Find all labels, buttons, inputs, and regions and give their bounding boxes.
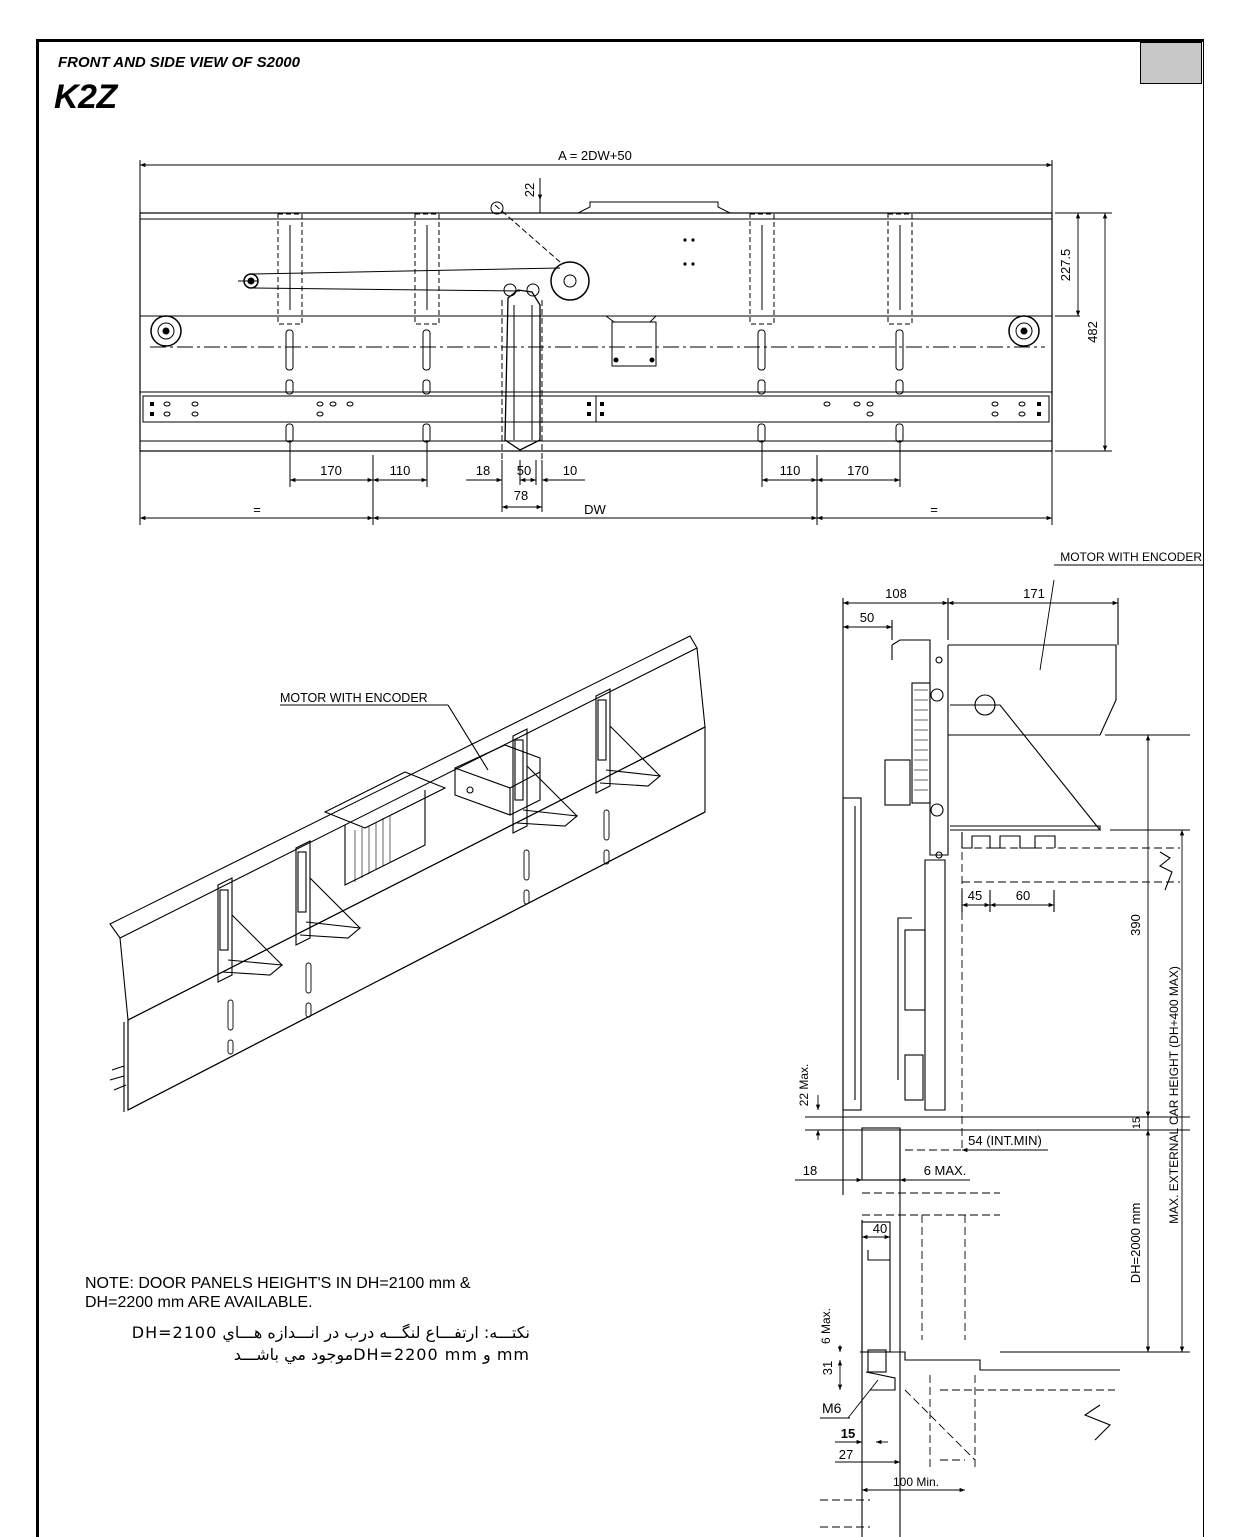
label-m6: M6 — [822, 1400, 842, 1416]
dim-left-equal: = — [253, 502, 261, 517]
dim-50: 50 — [517, 463, 531, 478]
dim-54: 54 (INT.MIN) — [968, 1133, 1042, 1148]
dim-top-offset: 22 — [522, 183, 537, 197]
dim-dh: DH=2000 mm — [1128, 1203, 1143, 1284]
dim-60: 60 — [1016, 888, 1030, 903]
hanger-bracket — [887, 213, 913, 443]
dim-10: 10 — [563, 463, 577, 478]
drawing-subtitle: FRONT AND SIDE VIEW OF S2000 — [58, 54, 300, 71]
dim-22max: 22 Max. — [797, 1064, 811, 1107]
dim-car-height: MAX. EXTERNAL CAR HEIGHT (DH+400 MAX) — [1167, 966, 1181, 1224]
iso-bracket — [595, 688, 662, 794]
note-persian: نکتـــه: ارتفـــاع لنگـــه درب در انـــد… — [131, 1323, 530, 1364]
side-view — [805, 598, 1190, 1537]
dim-171: 171 — [1023, 586, 1045, 601]
dim-left-170: 170 — [320, 463, 342, 478]
front-dimensions — [140, 162, 1108, 521]
side-motor-label: MOTOR WITH ENCODER — [1060, 550, 1202, 564]
dim-height-total: 482 — [1085, 321, 1100, 343]
drawing-title: K2Z — [54, 78, 117, 116]
dim-side-18: 18 — [803, 1163, 817, 1178]
dim-78: 78 — [514, 488, 528, 503]
dim-390: 390 — [1128, 914, 1143, 936]
dim-right-equal: = — [930, 502, 938, 517]
hanger-bracket — [749, 213, 775, 443]
dim-15: 15 — [1131, 1117, 1143, 1129]
note-english: NOTE: DOOR PANELS HEIGHT'S IN DH=2100 mm… — [85, 1275, 471, 1311]
front-view — [139, 160, 1112, 525]
iso-bracket — [295, 840, 362, 946]
dim-40: 40 — [873, 1221, 887, 1236]
dim-108: 108 — [885, 586, 907, 601]
dim-right-170: 170 — [847, 463, 869, 478]
dim-side-50: 50 — [860, 610, 874, 625]
drawing-frame — [36, 39, 1204, 1537]
dim-6max-lower: 6 Max. — [819, 1308, 833, 1344]
isometric-view — [109, 635, 706, 1112]
dim-overall-width: A = 2DW+50 — [558, 148, 632, 163]
hanger-bracket — [277, 213, 303, 443]
dim-15-lower: 15 — [841, 1426, 855, 1441]
dim-100min: 100 Min. — [893, 1475, 939, 1489]
dim-18: 18 — [476, 463, 490, 478]
dim-31: 31 — [820, 1361, 835, 1375]
iso-bracket — [217, 877, 284, 983]
dim-left-110: 110 — [390, 463, 411, 478]
iso-motor-label: MOTOR WITH ENCODER — [280, 691, 428, 705]
dim-6max: 6 MAX. — [924, 1163, 967, 1178]
side-dimensions — [795, 564, 1204, 1493]
dim-height-upper: 227.5 — [1058, 249, 1073, 282]
title-block-tab — [1140, 42, 1202, 84]
dim-right-110: 110 — [780, 463, 801, 478]
dim-45: 45 — [968, 888, 982, 903]
dim-dw: DW — [584, 502, 606, 517]
dim-27: 27 — [839, 1447, 853, 1462]
hanger-bracket — [414, 213, 440, 443]
